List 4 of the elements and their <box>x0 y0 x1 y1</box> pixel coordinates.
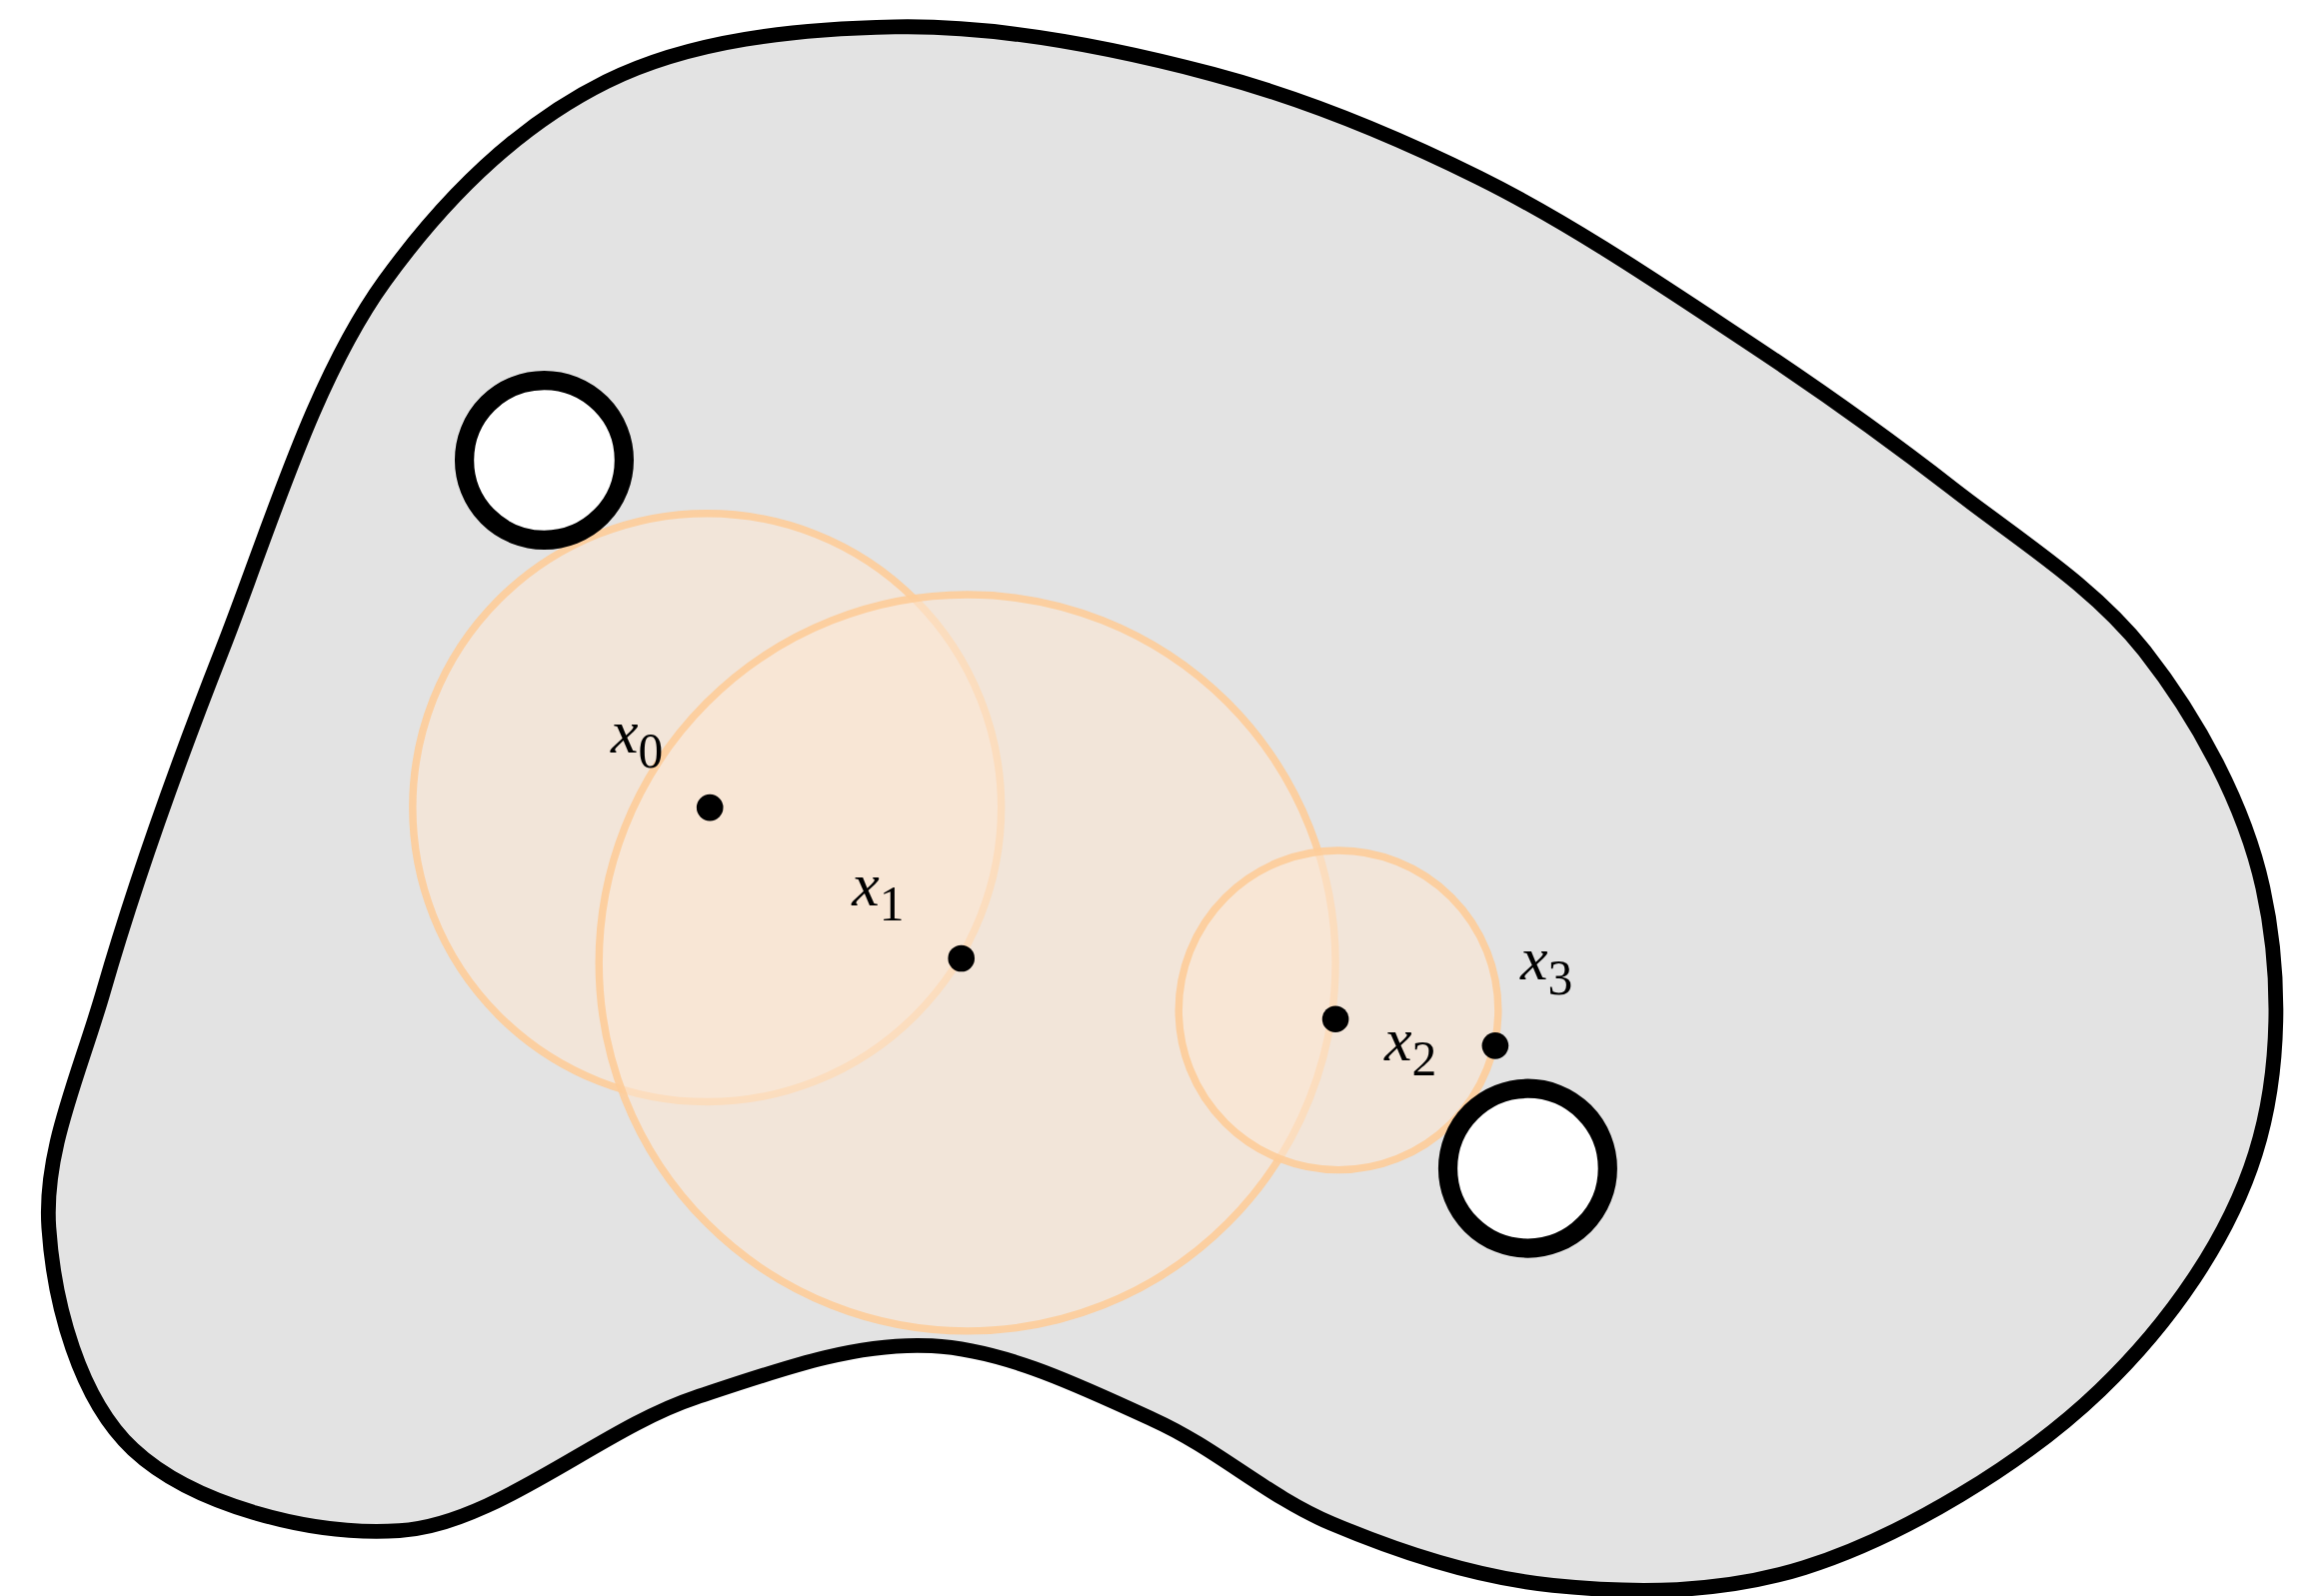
point-label: x$_{1}$ <box>852 852 905 929</box>
point-label: x$_{0}$ <box>611 701 664 777</box>
point-label: x$_{2}$ <box>1383 1008 1437 1084</box>
point-label: x$_{3}$ <box>1520 926 1573 1003</box>
